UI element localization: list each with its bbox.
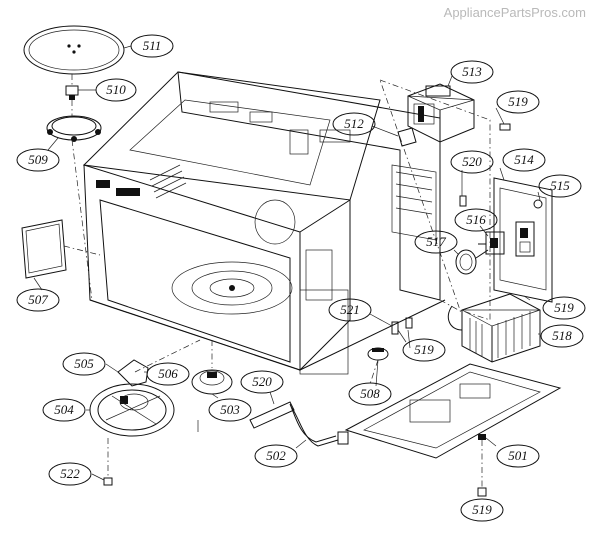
part-number: 519 (472, 502, 492, 517)
callout-514: 514 (502, 148, 546, 172)
part-number: 519 (508, 94, 528, 109)
part-number: 504 (54, 402, 74, 417)
coupler (65, 74, 79, 100)
callout-521: 521 (328, 298, 372, 322)
callout-522: 522 (48, 462, 92, 486)
part-number: 515 (550, 178, 570, 193)
interlock-switch (478, 231, 505, 255)
roller-ring (46, 100, 102, 301)
waveguide-cover (21, 219, 101, 279)
magnetron (439, 293, 541, 363)
callout-520-left: 520 (240, 370, 284, 394)
part-number: 522 (60, 466, 80, 481)
control-bracket (493, 177, 553, 303)
callout-513: 513 (450, 60, 494, 84)
callout-519-middle: 519 (402, 338, 446, 362)
transformer (407, 83, 475, 143)
callout-517: 517 (414, 230, 458, 254)
screw-522 (103, 438, 113, 486)
stirrer-cover (89, 383, 175, 437)
part-number: 502 (266, 448, 286, 463)
part-number: 514 (514, 152, 534, 167)
callout-511: 511 (130, 34, 174, 58)
part-number: 512 (344, 116, 364, 131)
callout-504: 504 (42, 398, 86, 422)
callout-501: 501 (496, 444, 540, 468)
part-number: 519 (554, 300, 574, 315)
callout-506: 506 (146, 362, 190, 386)
leader-lines (33, 45, 541, 481)
sensor-harness (249, 401, 349, 447)
callout-507: 507 (16, 288, 60, 312)
part-number: 517 (426, 234, 446, 249)
thermostat (367, 347, 389, 385)
turntable-tray (23, 25, 125, 75)
base-plate (344, 363, 562, 497)
callout-502: 502 (254, 444, 298, 468)
callout-516: 516 (454, 208, 498, 232)
callout-519-bottom: 519 (460, 498, 504, 522)
part-number: 518 (552, 328, 572, 343)
part-number: 506 (158, 366, 178, 381)
part-number: 511 (143, 38, 162, 53)
part-number: 501 (508, 448, 528, 463)
callout-508: 508 (348, 382, 392, 406)
part-number: 519 (414, 342, 434, 357)
callout-518: 518 (540, 324, 584, 348)
part-number: 505 (74, 356, 94, 371)
callout-519-top: 519 (496, 90, 540, 114)
watermark: AppliancePartsPros.com (443, 5, 586, 20)
screws-middle (391, 317, 413, 343)
bracket-512 (379, 79, 491, 321)
callout-520-right: 520 (450, 150, 494, 174)
screw-519-top (499, 123, 511, 131)
capacitor (455, 249, 489, 275)
part-number: 503 (220, 402, 240, 417)
callout-509: 509 (16, 148, 60, 172)
part-number: 520 (252, 374, 272, 389)
part-number: 521 (340, 302, 360, 317)
callout-515: 515 (538, 174, 582, 198)
callout-510: 510 (95, 78, 137, 102)
part-number: 507 (28, 292, 48, 307)
screw-520-right (459, 195, 467, 207)
turntable-motor (191, 340, 233, 432)
part-number: 520 (462, 154, 482, 169)
oven-cavity (82, 71, 446, 375)
callout-505: 505 (62, 352, 106, 376)
part-number: 513 (462, 64, 482, 79)
part-number: 516 (466, 212, 486, 227)
callout-512: 512 (332, 112, 376, 136)
part-number: 510 (106, 82, 126, 97)
callout-503: 503 (208, 398, 252, 422)
part-number: 509 (28, 152, 48, 167)
part-number: 508 (360, 386, 380, 401)
callout-519-right: 519 (542, 296, 586, 320)
